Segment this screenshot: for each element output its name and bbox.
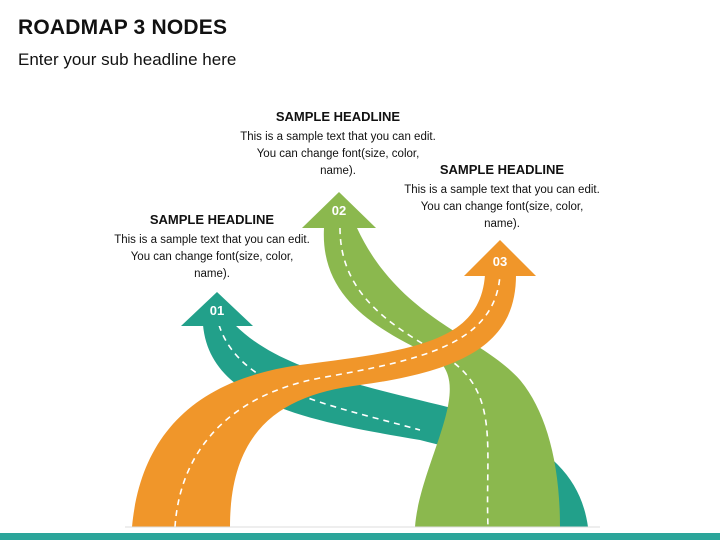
arrow-01-head — [181, 292, 253, 326]
node-03-text-block: SAMPLE HEADLINE This is a sample text th… — [402, 162, 602, 233]
arrow-02-head — [302, 192, 376, 228]
node-03-number: 03 — [493, 254, 507, 269]
road-03 — [132, 274, 516, 528]
arrow-03: 03 — [464, 240, 536, 276]
road-03-lane — [174, 274, 501, 528]
node-01-text-block: SAMPLE HEADLINE This is a sample text th… — [112, 212, 312, 283]
node-03-headline: SAMPLE HEADLINE — [439, 162, 565, 177]
arrow-03-head — [464, 240, 536, 276]
node-01-number: 01 — [210, 303, 224, 318]
road-03-body — [132, 275, 516, 527]
node-01-headline: SAMPLE HEADLINE — [149, 212, 275, 227]
arrow-01: 01 — [181, 292, 253, 326]
node-02-text-block: SAMPLE HEADLINE This is a sample text th… — [238, 109, 438, 180]
node-02-headline: SAMPLE HEADLINE — [275, 109, 401, 124]
arrow-02: 02 — [302, 192, 376, 228]
node-01-body: This is a sample text that you can edit.… — [114, 234, 310, 280]
page-title: ROADMAP 3 NODES — [18, 16, 228, 39]
node-02-body: This is a sample text that you can edit.… — [240, 131, 436, 177]
node-03-body: This is a sample text that you can edit.… — [404, 184, 600, 230]
road-02-body — [323, 228, 560, 527]
bottom-accent-bar — [0, 533, 720, 540]
node-02-number: 02 — [332, 203, 346, 218]
page-subtitle: Enter your sub headline here — [18, 50, 237, 69]
